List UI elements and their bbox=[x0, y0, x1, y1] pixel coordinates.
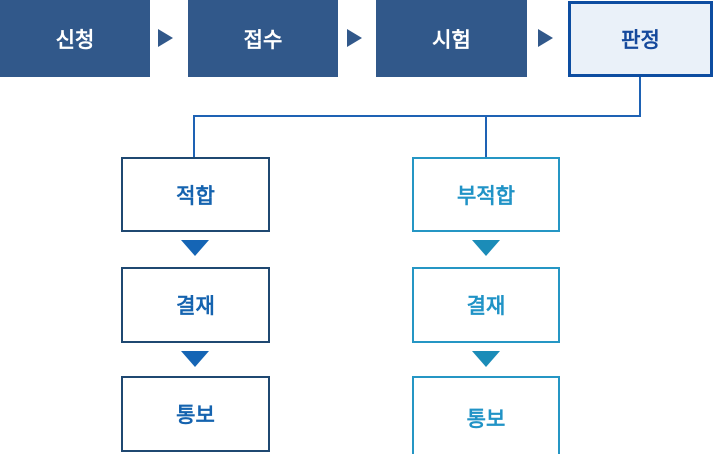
connector-line bbox=[485, 115, 487, 157]
connector-line bbox=[193, 115, 195, 157]
step-pass-notification: 통보 bbox=[121, 376, 270, 452]
step-fail: 부적합 bbox=[412, 157, 560, 232]
connector-line bbox=[193, 115, 641, 117]
arrow-down-icon bbox=[181, 240, 209, 256]
step-judgment-label: 판정 bbox=[621, 29, 660, 52]
arrow-right-icon bbox=[158, 29, 173, 47]
arrow-down-icon bbox=[181, 351, 209, 367]
step-pass: 적합 bbox=[121, 157, 270, 232]
step-reception: 접수 bbox=[188, 0, 338, 77]
arrow-right-icon bbox=[538, 29, 553, 47]
step-pass-approval: 결재 bbox=[121, 267, 270, 343]
step-fail-approval-label: 결재 bbox=[466, 295, 506, 318]
arrow-down-icon bbox=[472, 240, 500, 256]
step-fail-approval: 결재 bbox=[412, 267, 560, 343]
step-fail-label: 부적합 bbox=[457, 184, 515, 208]
step-reception-label: 접수 bbox=[243, 28, 283, 52]
connector-line bbox=[639, 77, 641, 117]
step-test: 시험 bbox=[376, 0, 527, 77]
arrow-down-icon bbox=[472, 351, 500, 367]
step-fail-notification-label: 통보 bbox=[466, 408, 506, 431]
step-pass-label: 적합 bbox=[176, 184, 215, 208]
step-fail-notification: 통보 bbox=[412, 376, 560, 454]
step-application: 신청 bbox=[0, 0, 150, 77]
arrow-right-icon bbox=[347, 29, 362, 47]
step-pass-approval-label: 결재 bbox=[176, 295, 215, 318]
step-pass-notification-label: 통보 bbox=[176, 404, 215, 427]
step-judgment: 판정 bbox=[568, 1, 713, 77]
step-application-label: 신청 bbox=[55, 28, 95, 52]
step-test-label: 시험 bbox=[432, 28, 471, 52]
